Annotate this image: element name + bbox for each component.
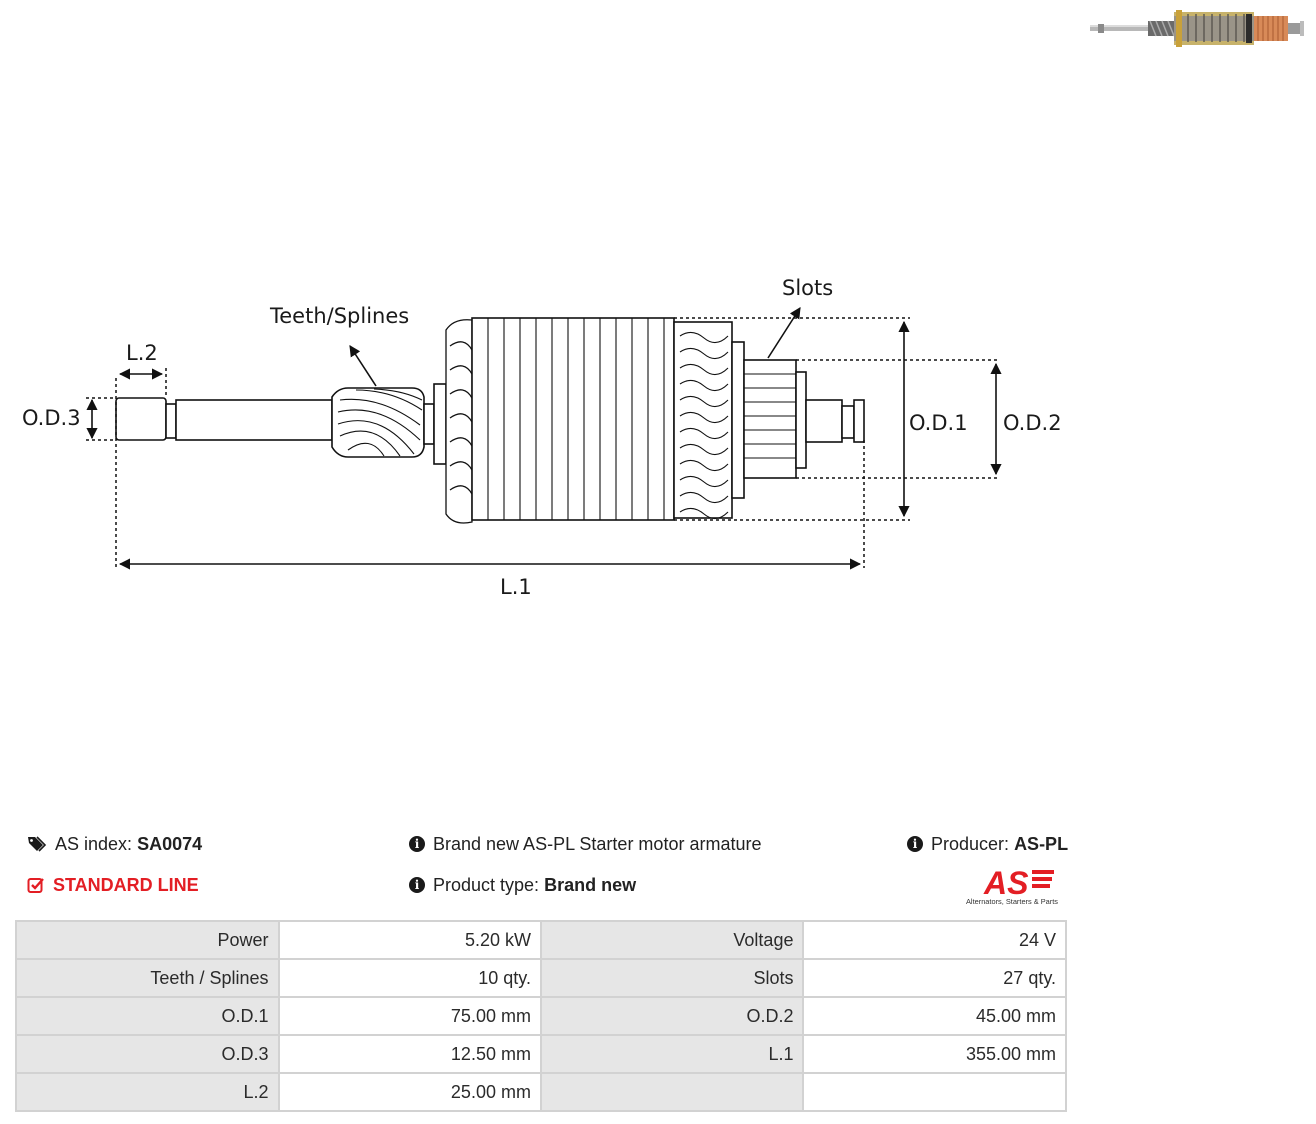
- product-type-label: Product type:: [433, 875, 540, 895]
- product-type-value: Brand new: [544, 875, 637, 895]
- standard-line-text: STANDARD LINE: [53, 875, 199, 895]
- label-od3: O.D.3: [22, 406, 81, 430]
- spec-label: Power: [15, 920, 280, 960]
- spec-value: 12.50 mm: [277, 1034, 542, 1074]
- description: i Brand new AS-PL Starter motor armature: [409, 833, 761, 855]
- spec-value: 10 qty.: [277, 958, 542, 998]
- producer-value: AS-PL: [1014, 834, 1069, 854]
- check-square-icon: [27, 878, 44, 893]
- label-l1: L.1: [500, 575, 532, 599]
- as-index: AS index: SA0074: [27, 833, 202, 855]
- label-teeth-splines: Teeth/Splines: [269, 304, 409, 328]
- tags-icon: [28, 836, 47, 852]
- product-type: i Product type: Brand new: [409, 874, 636, 896]
- as-pl-logo: AS Alternators, Starters & Parts: [966, 865, 1058, 906]
- label-l2: L.2: [126, 341, 158, 365]
- producer-label: Producer:: [931, 834, 1010, 854]
- spec-value: 75.00 mm: [277, 996, 542, 1036]
- spec-value: 25.00 mm: [277, 1072, 542, 1112]
- description-text: Brand new AS-PL Starter motor armature: [433, 834, 762, 854]
- label-od1: O.D.1: [909, 411, 968, 435]
- spec-value: 24 V: [802, 920, 1067, 960]
- armature-thumbnail: [1090, 10, 1304, 47]
- producer: i Producer: AS-PL: [907, 833, 1068, 855]
- standard-line-badge: STANDARD LINE: [27, 874, 199, 896]
- spec-label: L.1: [539, 1034, 805, 1074]
- as-index-value: SA0074: [137, 834, 203, 854]
- spec-label: [539, 1072, 805, 1112]
- spec-label: O.D.2: [539, 996, 805, 1036]
- label-od2: O.D.2: [1003, 411, 1062, 435]
- as-index-label: AS index:: [55, 834, 133, 854]
- spec-label: Slots: [539, 958, 805, 998]
- spec-label: Teeth / Splines: [15, 958, 280, 998]
- label-slots: Slots: [782, 276, 833, 300]
- svg-text:Alternators, Starters & Parts: Alternators, Starters & Parts: [966, 897, 1058, 906]
- spec-value: [802, 1072, 1067, 1112]
- info-icon: i: [907, 836, 923, 852]
- spec-value: 355.00 mm: [802, 1034, 1067, 1074]
- spec-value: 5.20 kW: [277, 920, 542, 960]
- info-icon: i: [409, 836, 425, 852]
- spec-label: O.D.3: [15, 1034, 280, 1074]
- spec-label: Voltage: [539, 920, 805, 960]
- svg-text:AS: AS: [983, 865, 1029, 901]
- info-icon: i: [409, 877, 425, 893]
- spec-label: O.D.1: [15, 996, 280, 1036]
- spec-label: L.2: [15, 1072, 280, 1112]
- spec-value: 27 qty.: [802, 958, 1067, 998]
- armature-diagram: Teeth/Splines Slots L.2 O.D.3 O.D.1 O.D.…: [22, 276, 1062, 599]
- spec-value: 45.00 mm: [802, 996, 1067, 1036]
